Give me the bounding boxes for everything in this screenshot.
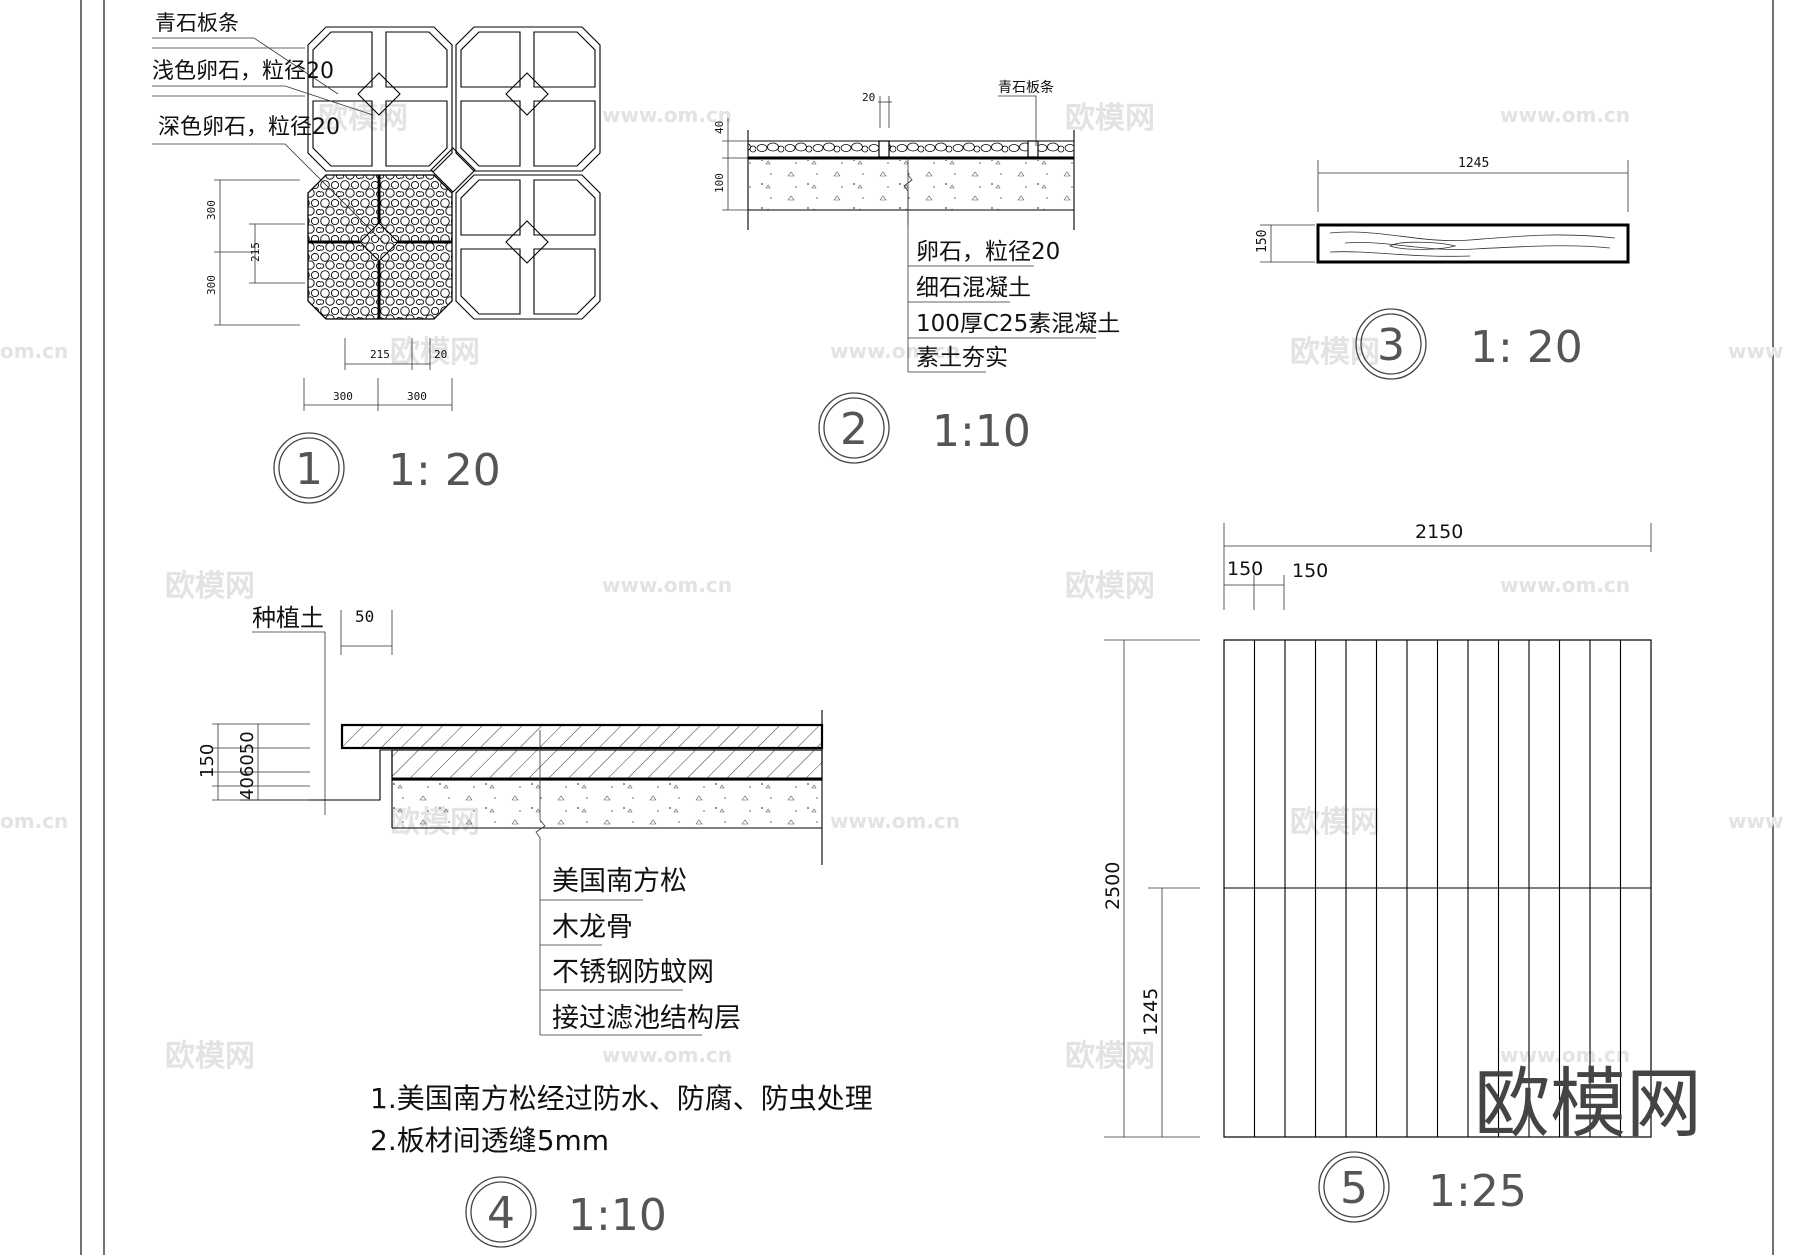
layer-compacted-soil: 素土夯实 — [916, 345, 1008, 371]
dim-300-left: 300 — [333, 390, 353, 403]
dim-150-first: 150 — [1227, 558, 1263, 580]
watermark-url: www.om.cn — [602, 103, 732, 127]
label-light-pebble: 浅色卵石，粒径20 — [152, 59, 334, 84]
dim-300-right: 300 — [407, 390, 427, 403]
layer-fine-concrete: 细石混凝土 — [916, 275, 1031, 301]
layer-pebble: 卵石，粒径20 — [916, 239, 1060, 265]
dim-20: 20 — [862, 91, 875, 104]
deck-board-lines — [1253, 640, 1622, 1137]
dim-215-horizontal: 215 — [370, 348, 390, 361]
dim-50: 50 — [355, 607, 374, 626]
watermark-url-short: www — [1728, 809, 1783, 833]
watermark-cn: 欧模网 — [1065, 569, 1155, 604]
detail-3-board-section: 1245 150 3 1: 20 — [1255, 156, 1630, 380]
detail-marker-5 — [1318, 1151, 1390, 1223]
dim-150: 150 — [197, 744, 218, 778]
watermark-cn: 欧模网 — [165, 569, 255, 604]
watermark-url: www.om.cn — [1500, 573, 1630, 597]
detail-scale-2: 1:10 — [932, 406, 1031, 457]
watermark-cn-short: om.cn — [0, 809, 68, 833]
detail-scale-4: 1:10 — [568, 1190, 667, 1241]
paving-tiles — [307, 26, 601, 320]
dim-215-vertical: 215 — [249, 242, 262, 262]
layer-filter-structure: 接过滤池结构层 — [552, 1003, 741, 1034]
detail-number-1: 1 — [295, 444, 323, 495]
detail-marker-3 — [1355, 308, 1427, 380]
dim-2500: 2500 — [1102, 862, 1124, 910]
note-2: 2.板材间透缝5mm — [370, 1124, 609, 1157]
detail-2-pebble-section: 20 40 100 青石板条 卵石，粒径20 细石混凝土 100厚C25素混凝土… — [713, 79, 1120, 464]
detail-number-2: 2 — [840, 404, 868, 455]
watermark-cn: 欧模网 — [165, 1039, 255, 1074]
dim-20: 20 — [434, 348, 447, 361]
detail-marker-2 — [818, 392, 890, 464]
watermark-url: www.om.cn — [602, 573, 732, 597]
detail-number-4: 4 — [487, 1188, 515, 1239]
dim-150: 150 — [1255, 230, 1270, 253]
dim-2150: 2150 — [1415, 521, 1463, 543]
dim-300-lower: 300 — [205, 275, 218, 295]
detail-scale-5: 1:25 — [1428, 1166, 1527, 1217]
watermark-url: www.om.cn — [602, 1043, 732, 1067]
dim-300-upper: 300 — [205, 200, 218, 220]
detail-marker-4 — [465, 1176, 537, 1248]
watermark-cn: 欧模网 — [318, 101, 408, 136]
watermark-cn: 欧模网 — [1065, 101, 1155, 136]
label-planting-soil: 种植土 — [252, 604, 324, 632]
detail-4-deck-section: 种植土 50 150 406050 美国南方松 木龙骨 不锈钢 — [197, 604, 873, 1248]
layer-steel-mesh: 不锈钢防蚊网 — [552, 957, 714, 988]
dim-stack-40-60-50: 406050 — [237, 731, 258, 800]
watermark-url: www.om.cn — [1500, 103, 1630, 127]
layer-c25-concrete: 100厚C25素混凝土 — [916, 311, 1120, 337]
layer-southern-pine: 美国南方松 — [552, 866, 687, 897]
label-dark-pebble: 深色卵石，粒径20 — [158, 115, 340, 140]
detail-number-3: 3 — [1377, 320, 1405, 371]
watermark-cn: 欧模网 — [1290, 805, 1380, 840]
detail-5-deck-plan: 2150 150 150 2500 1245 5 1:25 — [1102, 521, 1652, 1223]
watermark-url: www.om.cn — [830, 339, 960, 363]
watermark-cn-short: om.cn — [0, 339, 68, 363]
brand-logo: 欧模网 — [1474, 1059, 1702, 1148]
wood-board — [1316, 223, 1630, 264]
dim-150-second: 150 — [1292, 560, 1328, 582]
label-bluestone-strip: 青石板条 — [155, 11, 239, 35]
layer-wood-joist: 木龙骨 — [552, 912, 633, 943]
watermark-url: www.om.cn — [830, 809, 960, 833]
detail-scale-3: 1: 20 — [1470, 322, 1583, 373]
note-1: 1.美国南方松经过防水、防腐、防虫处理 — [370, 1082, 873, 1115]
label-bluestone-strip: 青石板条 — [998, 79, 1054, 96]
dim-1245: 1245 — [1140, 988, 1162, 1036]
watermark-url: www.om.cn — [1500, 1043, 1630, 1067]
dim-40: 40 — [713, 121, 726, 134]
detail-scale-1: 1: 20 — [388, 445, 501, 496]
detail-1-paving-plan: 青石板条 浅色卵石，粒径20 深色卵石，粒径20 300 300 215 215… — [152, 11, 601, 504]
watermark-cn: 欧模网 — [1065, 1039, 1155, 1074]
watermark-url-short: www — [1728, 339, 1783, 363]
dim-1245: 1245 — [1458, 156, 1489, 171]
watermark-layer: 欧模网 www.om.cn 欧模网 www.om.cn om.cn 欧模网 ww… — [0, 101, 1783, 1074]
watermark-cn: 欧模网 — [1290, 335, 1380, 370]
detail-marker-1 — [273, 432, 345, 504]
dim-100: 100 — [713, 173, 726, 193]
detail-number-5: 5 — [1340, 1163, 1368, 1214]
